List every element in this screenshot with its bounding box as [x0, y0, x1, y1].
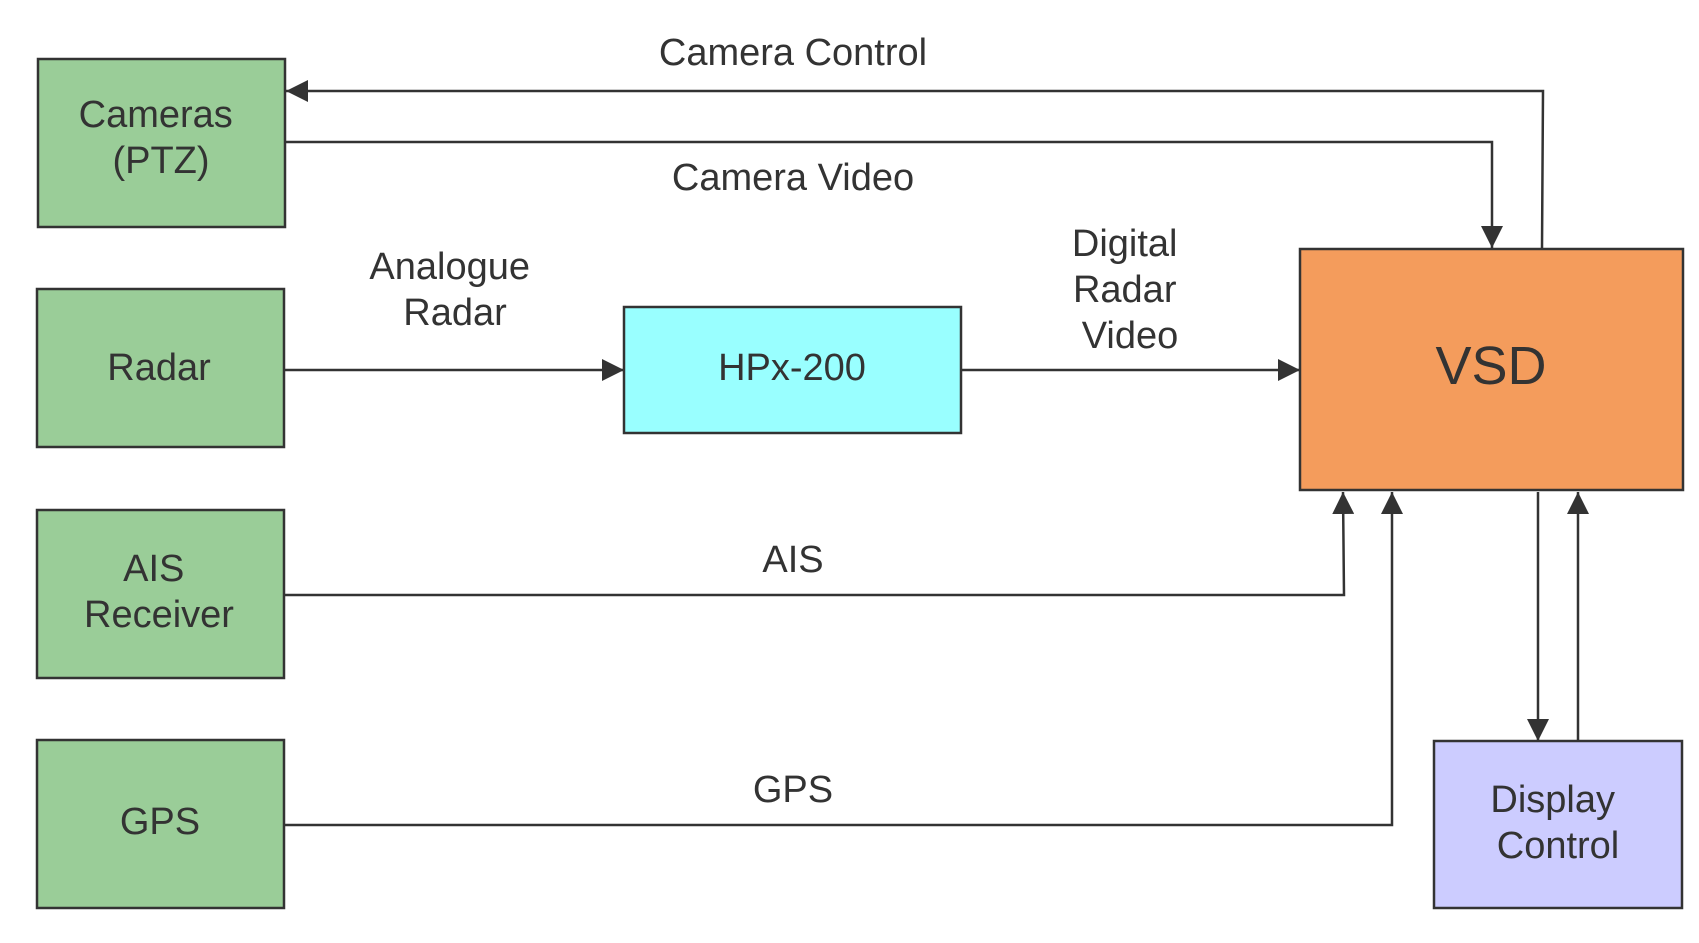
- ais-edge-label-line: AIS: [762, 539, 823, 581]
- ais-receiver-label: AIS Receiver: [84, 548, 234, 636]
- ais-receiver-label-line-2: Receiver: [84, 594, 234, 636]
- display-control-label: Display Control: [1490, 779, 1625, 867]
- cameras-ptz-label-line-1: Cameras: [79, 94, 233, 136]
- radar-label-line: Radar: [107, 347, 211, 389]
- display-control-label-line-2: Control: [1497, 825, 1620, 867]
- ais-edge-label: AIS: [762, 539, 823, 581]
- cameras-ptz-node: Cameras (PTZ): [36, 57, 287, 229]
- digital-radar-label: Digital Radar Video: [1072, 223, 1188, 357]
- vsd-label: VSD: [1435, 336, 1546, 396]
- analogue-radar-label-line-2: Radar: [403, 292, 507, 334]
- analogue-radar-label-line-1: Analogue: [369, 246, 530, 288]
- ais-connector: [284, 491, 1355, 597]
- vsd-node: VSD: [1298, 247, 1685, 492]
- gps-edge-label: GPS: [753, 769, 833, 811]
- hpx-200-box: [622, 305, 963, 435]
- digital-radar-label-line-3: Video: [1082, 315, 1179, 357]
- camera-video-label-line: Camera Video: [672, 157, 914, 199]
- display-control-label-line-1: Display: [1490, 779, 1615, 821]
- ais-receiver-box: [35, 508, 286, 680]
- camera-control-label: Camera Control: [659, 32, 927, 74]
- cameras-ptz-box: [36, 57, 287, 229]
- display-control-box: [1432, 739, 1684, 910]
- gps-label: GPS: [120, 801, 200, 843]
- vsd-label-line: VSD: [1435, 336, 1546, 396]
- ais-receiver-node: AIS Receiver: [35, 508, 286, 680]
- radar-label: Radar: [107, 347, 211, 389]
- gps-node: GPS: [35, 738, 286, 910]
- gps-edge-label-line: GPS: [753, 769, 833, 811]
- camera-video-label: Camera Video: [672, 157, 914, 199]
- gps-connector: [284, 492, 1403, 827]
- hpx-200-node: HPx-200: [622, 305, 963, 435]
- digital-radar-label-line-2: Radar: [1073, 269, 1177, 311]
- analogue-radar-label: Analogue Radar: [369, 246, 540, 334]
- vsd-box: [1298, 247, 1685, 492]
- display-control-node: Display Control: [1432, 739, 1684, 910]
- camera-control-connector: [286, 80, 1545, 249]
- gps-label-line: GPS: [120, 801, 200, 843]
- cameras-ptz-label: Cameras (PTZ): [79, 94, 244, 182]
- hpx-200-label: HPx-200: [718, 347, 866, 389]
- cameras-ptz-label-line-2: (PTZ): [112, 140, 209, 182]
- radar-box: [35, 287, 286, 449]
- hpx-200-label-line: HPx-200: [718, 347, 866, 389]
- ais-receiver-label-line-1: AIS: [123, 548, 184, 590]
- digital-radar-label-line-1: Digital: [1072, 223, 1178, 265]
- gps-box: [35, 738, 286, 910]
- camera-control-label-line: Camera Control: [659, 32, 927, 74]
- radar-node: Radar: [35, 287, 286, 449]
- camera-video-connector: [286, 140, 1503, 248]
